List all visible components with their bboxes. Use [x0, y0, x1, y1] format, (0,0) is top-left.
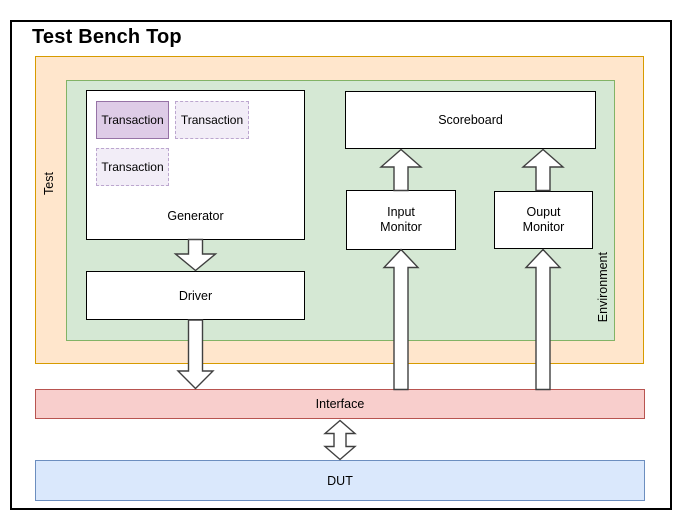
transaction-label: Transaction [101, 160, 164, 174]
driver-box: Driver [86, 271, 305, 320]
transaction-box-1: Transaction [96, 101, 169, 139]
diagram-title: Test Bench Top [32, 26, 182, 48]
interface-bar: Interface [35, 389, 645, 419]
dut-label: DUT [327, 473, 353, 488]
dut-bar: DUT [35, 460, 645, 501]
transaction-label: Transaction [101, 113, 164, 127]
transaction-box-2: Transaction [175, 101, 249, 139]
driver-label: Driver [178, 288, 213, 303]
output-monitor-box: Ouput Monitor [494, 191, 593, 249]
scoreboard-label: Scoreboard [438, 113, 503, 127]
environment-label: Environment [596, 252, 610, 323]
generator-box: Transaction Transaction Transaction Gene… [86, 90, 305, 240]
test-label: Test [42, 172, 56, 195]
input-monitor-label: Input Monitor [380, 205, 422, 234]
transaction-box-3: Transaction [96, 148, 169, 186]
input-monitor-box: Input Monitor [346, 190, 456, 250]
transaction-label: Transaction [180, 113, 244, 127]
generator-label: Generator [167, 209, 224, 223]
output-monitor-label: Ouput Monitor [522, 205, 565, 234]
scoreboard-box: Scoreboard [345, 91, 596, 149]
interface-label: Interface [315, 397, 365, 411]
